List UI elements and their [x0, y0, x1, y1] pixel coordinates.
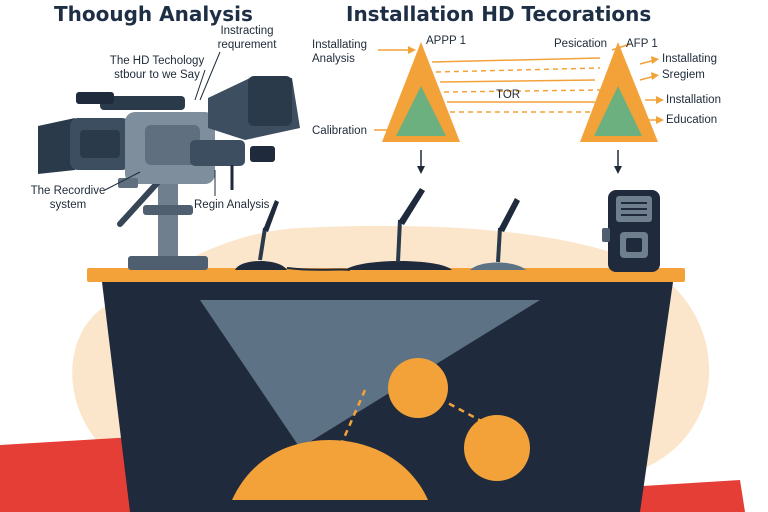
label-calibration: Calibration	[312, 125, 367, 137]
desk-light-beam	[200, 300, 540, 448]
label-installing-analysis: Installating Analysis	[312, 39, 367, 65]
red-wedge-left	[0, 436, 160, 512]
orange-node-large	[388, 358, 448, 418]
label-hd-technology: The HD Techology stbour to we Say	[109, 55, 205, 81]
right-list-item-education: Education	[666, 114, 718, 126]
left-triangle	[382, 42, 460, 174]
camera-tripod	[117, 177, 208, 270]
label-tor: TOR	[496, 89, 521, 101]
label-arrowheads	[390, 46, 664, 134]
right-triangle	[580, 42, 658, 174]
label-afp-1: AFP 1	[626, 38, 658, 50]
label-recordive-system: The Recordive system	[30, 185, 106, 211]
video-camera	[38, 76, 300, 190]
microphone-right	[470, 198, 526, 270]
right-list-item-installation: Installation	[666, 94, 721, 106]
label-region-analysis: Regin Analysis	[194, 199, 270, 211]
triangle-connector-lines	[431, 57, 601, 113]
microphone-left	[235, 200, 351, 271]
label-pesication: Pesication	[554, 38, 608, 50]
microphone-center	[345, 188, 452, 270]
label-appp-1: APPP 1	[426, 35, 467, 47]
audio-recorder-device	[602, 190, 660, 272]
right-list-item-installating: Installating	[662, 53, 717, 65]
orange-node-small	[464, 415, 530, 481]
desk-top	[87, 268, 685, 282]
orange-dome	[232, 440, 428, 500]
right-title: Installation HD Tecorations	[346, 2, 652, 26]
camera-leader-lines	[104, 51, 221, 196]
right-list-item-sregiem: Sregiem	[662, 69, 705, 81]
left-title: Thoough Analysis	[54, 2, 253, 26]
label-instructing-requirement: Instracting requrement	[217, 25, 277, 51]
